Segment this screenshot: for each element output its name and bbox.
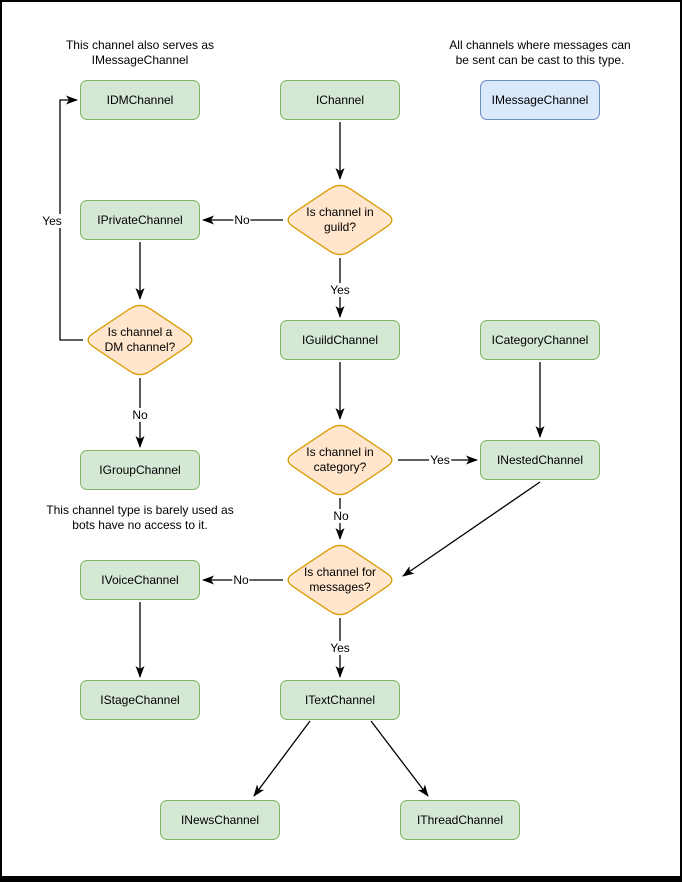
node-icategorychannel: ICategoryChannel [480,320,600,360]
node-inewschannel: INewsChannel [160,800,280,840]
node-imessagechannel: IMessageChannel [480,80,600,120]
edge-label-category-no-to-messages: No [332,509,350,523]
edge-label-guild-yes-to-iguildchannel: Yes [329,283,351,297]
edge-label-messages-yes-to-itextchannel: Yes [329,641,351,655]
annotation-igroupchannel-note: This channel type is barely used as bots… [46,503,234,532]
edge-inestedchannel-to-messages [402,481,541,577]
node-ichannel: IChannel [280,80,400,120]
decision-label-dm-decision: Is channel a DM channel? [104,325,176,354]
annotation-imessagechannel-note: All channels where messages can be sent … [449,38,631,67]
decision-label-guild-decision: Is channel in guild? [306,205,374,234]
node-istagechannel: IStageChannel [80,680,200,720]
decision-shape-messages-decision [287,544,393,616]
node-itextchannel: ITextChannel [280,680,400,720]
decision-shape-dm-decision [87,304,193,376]
decision-label-category-decision: Is channel in category? [306,445,374,474]
node-ithreadchannel: IThreadChannel [400,800,520,840]
decision-shape-category-decision [287,424,393,496]
node-iprivatechannel: IPrivateChannel [80,200,200,240]
decision-label-messages-decision: Is channel for messages? [303,565,377,594]
node-igroupchannel: IGroupChannel [80,450,200,490]
node-iguildchannel: IGuildChannel [280,320,400,360]
decision-shape-guild-decision [287,184,393,256]
edge-label-messages-no-to-ivoicechannel: No [232,573,250,587]
edge-itextchannel-to-inewschannel [253,720,311,797]
annotation-idmchannel-note: This channel also serves as IMessageChan… [65,38,215,67]
edge-label-guild-no-to-iprivatechannel: No [233,213,251,227]
node-inestedchannel: INestedChannel [480,440,600,480]
node-ivoicechannel: IVoiceChannel [80,560,200,600]
edge-label-category-yes-to-inestedchannel: Yes [429,453,451,467]
node-idmchannel: IDMChannel [80,80,200,120]
edge-itextchannel-to-ithreadchannel [370,720,429,797]
edge-label-dm-no-to-igroupchannel: No [131,408,149,422]
edge-label-dm-yes-to-idmchannel: Yes [41,214,63,228]
